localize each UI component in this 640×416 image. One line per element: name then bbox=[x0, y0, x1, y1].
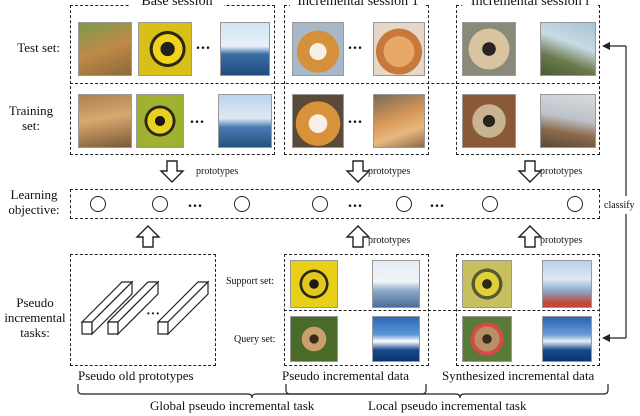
prototypes-label-inc1: prototypes bbox=[368, 166, 411, 177]
test-sailboat-image bbox=[220, 22, 270, 76]
support-query-divider bbox=[284, 310, 600, 311]
down-arrow-base bbox=[159, 160, 185, 183]
test-cat-image bbox=[373, 22, 425, 76]
local-task-brace bbox=[285, 384, 609, 399]
test-dog-image bbox=[78, 22, 132, 76]
prototypes-label-pseudo: prototypes bbox=[368, 235, 411, 246]
train-bird-image bbox=[540, 94, 596, 148]
prototypes-label-synth: prototypes bbox=[540, 235, 583, 246]
row-separator bbox=[70, 83, 600, 84]
prototype-bars bbox=[80, 280, 210, 336]
query-pseudo-butterfly-image bbox=[290, 316, 338, 362]
query-synth-sailboat-image bbox=[542, 316, 592, 362]
train-lion-cub-image bbox=[78, 94, 132, 148]
classify-connector bbox=[604, 45, 627, 339]
query-synth-butterfly-image bbox=[462, 316, 512, 362]
pseudo-old-prototypes-box bbox=[70, 254, 216, 366]
caption-pseudo-incremental-data: Pseudo incremental data bbox=[282, 368, 410, 383]
test-pug-image bbox=[462, 22, 516, 76]
objective-circle-7 bbox=[567, 196, 583, 212]
header-incremental-session-1: Incremental session 1 bbox=[290, 0, 426, 10]
support-pseudo-sailboat-image bbox=[372, 260, 420, 308]
caption-synthesized-incremental-data: Synthesized incremental data bbox=[442, 368, 595, 383]
train-inc1-ellipsis: ... bbox=[348, 110, 363, 127]
train-butterfly-image bbox=[136, 94, 184, 148]
hollow-arrows-up bbox=[135, 225, 543, 248]
prototype-bar-3 bbox=[156, 280, 210, 336]
train-sailboat-image bbox=[218, 94, 272, 148]
label-pseudo-tasks: Pseudo incremental tasks: bbox=[4, 295, 66, 340]
header-base-session: Base session bbox=[130, 0, 224, 10]
global-task-brace bbox=[77, 384, 427, 399]
label-test-set: Test set: bbox=[17, 40, 60, 55]
test-butterfly-image bbox=[138, 22, 192, 76]
query-set-label: Query set: bbox=[234, 334, 276, 345]
objective-circle-3 bbox=[234, 196, 250, 212]
support-pseudo-butterfly-image bbox=[290, 260, 338, 308]
classify-arrowheads bbox=[602, 42, 610, 342]
support-synth-butterfly-image bbox=[462, 260, 512, 308]
train-base-ellipsis: ... bbox=[190, 110, 205, 127]
learning-objective-box bbox=[70, 189, 600, 219]
objective-ellipsis-3: ... bbox=[430, 194, 445, 211]
query-pseudo-sailboat-image bbox=[372, 316, 420, 362]
test-base-ellipsis: ... bbox=[196, 36, 211, 53]
prototype-bar-2 bbox=[106, 280, 160, 336]
objective-circle-6 bbox=[482, 196, 498, 212]
header-incremental-session-i: Incremental session i bbox=[462, 0, 598, 10]
objective-ellipsis-2: ... bbox=[348, 194, 363, 211]
down-arrow-inc1 bbox=[345, 160, 371, 183]
objective-ellipsis-1: ... bbox=[188, 194, 203, 211]
label-learning-objective: Learning objective: bbox=[8, 187, 60, 217]
train-cat-image bbox=[373, 94, 425, 148]
caption-global-task: Global pseudo incremental task bbox=[150, 398, 315, 413]
up-arrow-pseudo bbox=[345, 225, 371, 248]
train-shiba-image bbox=[292, 94, 344, 148]
objective-circle-5 bbox=[396, 196, 412, 212]
test-bird-image bbox=[540, 22, 596, 76]
prototypes-label-inci: prototypes bbox=[540, 166, 583, 177]
objective-circle-4 bbox=[312, 196, 328, 212]
test-shiba-image bbox=[292, 22, 344, 76]
up-arrow-synth bbox=[517, 225, 543, 248]
hollow-arrows-down bbox=[159, 160, 543, 183]
objective-circle-1 bbox=[90, 196, 106, 212]
objective-circle-2 bbox=[152, 196, 168, 212]
prototypes-label-base: prototypes bbox=[196, 166, 239, 177]
test-inc1-ellipsis: ... bbox=[348, 36, 363, 53]
label-training-set: Training set: bbox=[8, 103, 54, 133]
prototype-bar-1 bbox=[80, 280, 134, 336]
train-pug-image bbox=[462, 94, 516, 148]
support-synth-sailboat-image bbox=[542, 260, 592, 308]
caption-local-task: Local pseudo incremental task bbox=[368, 398, 527, 413]
down-arrow-inci bbox=[517, 160, 543, 183]
support-set-label: Support set: bbox=[226, 276, 275, 287]
prototype-bars-ellipsis: ··· bbox=[146, 307, 160, 322]
caption-pseudo-old-prototypes: Pseudo old prototypes bbox=[78, 368, 194, 383]
classify-label: classify bbox=[604, 200, 635, 211]
up-arrow-old bbox=[135, 225, 161, 248]
